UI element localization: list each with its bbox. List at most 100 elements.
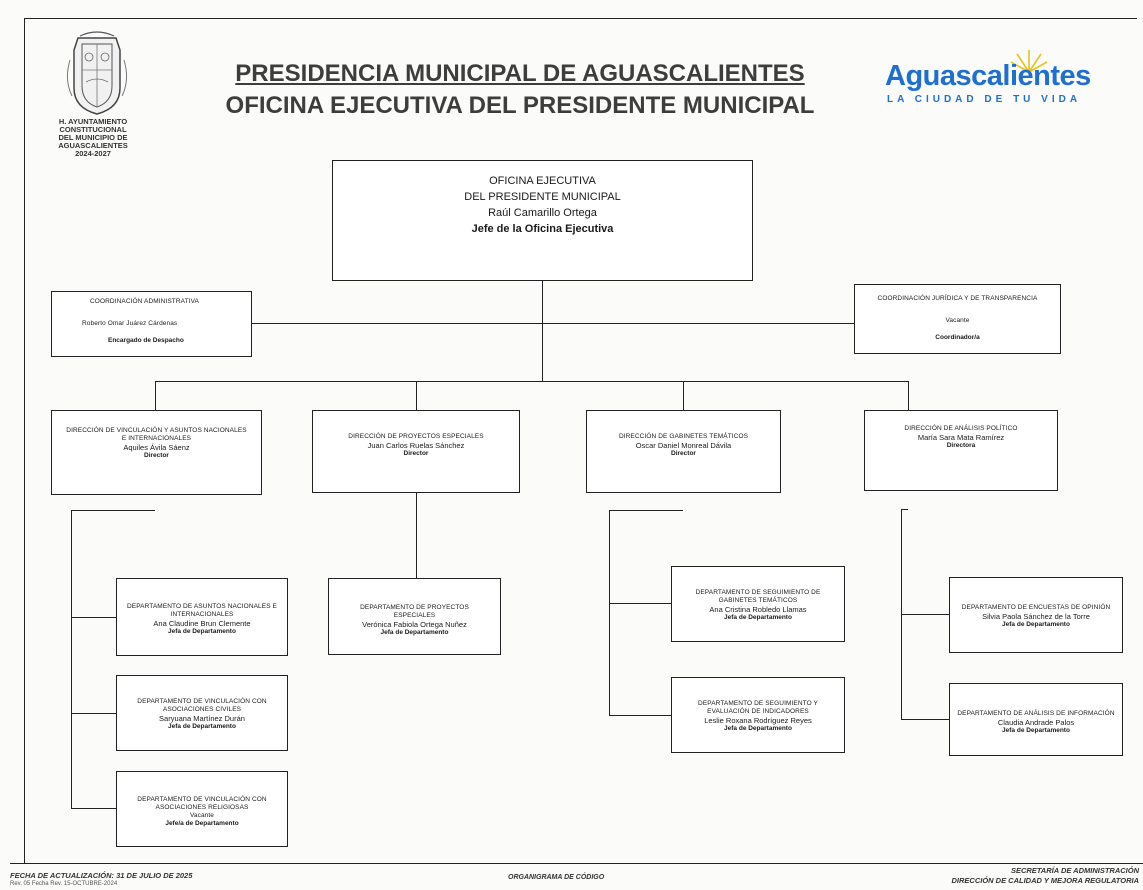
page-subtitle: OFICINA EJECUTIVA DEL PRESIDENTE MUNICIP… xyxy=(225,92,815,119)
seal-caption-line: AGUASCALIENTES xyxy=(58,141,128,150)
direction-box-1: DIRECCIÓN DE VINCULACIÓN Y ASUNTOS NACIO… xyxy=(51,410,262,495)
box-name: Leslie Roxana Rodríguez Reyes xyxy=(704,716,812,725)
box-name: Juan Carlos Ruelas Sánchez xyxy=(367,441,465,450)
box-title: DIRECCIÓN DE ANÁLISIS POLÍTICO xyxy=(904,425,1018,432)
top-box-role: Jefe de la Oficina Ejecutiva xyxy=(471,223,614,235)
direction-box-4: DIRECCIÓN DE ANÁLISIS POLÍTICO María Sar… xyxy=(864,410,1058,491)
connector-top-trunk xyxy=(542,281,543,381)
box-title: DEPARTAMENTO DE VINCULACIÓN CON ASOCIACI… xyxy=(137,796,267,811)
top-box-subtitle: DEL PRESIDENTE MUNICIPAL xyxy=(464,191,621,203)
box-title: DEPARTAMENTO DE ENCUESTAS DE OPINIÓN xyxy=(961,604,1111,611)
connector-d3-dept2 xyxy=(609,715,671,716)
connector-d2-spine xyxy=(416,493,417,578)
coordination-admin-box: COORDINACIÓN ADMINISTRATIVA Roberto Omar… xyxy=(51,291,252,357)
department-box: DEPARTAMENTO DE ASUNTOS NACIONALES E INT… xyxy=(116,578,288,656)
connector-coordinations xyxy=(252,323,854,324)
department-box: DEPARTAMENTO DE VINCULACIÓN CON ASOCIACI… xyxy=(116,771,288,847)
footer-direccion: DIRECCIÓN DE CALIDAD Y MEJORA REGULATORI… xyxy=(951,876,1139,885)
direction-box-2: DIRECCIÓN DE PROYECTOS ESPECIALES Juan C… xyxy=(312,410,520,493)
box-role: Director xyxy=(144,452,169,459)
top-executive-box: OFICINA EJECUTIVA DEL PRESIDENTE MUNICIP… xyxy=(332,160,753,281)
page-frame xyxy=(24,18,1137,864)
department-box: DEPARTAMENTO DE PROYECTOS ESPECIALES Ver… xyxy=(328,578,501,655)
box-title: DEPARTAMENTO DE ASUNTOS NACIONALES E INT… xyxy=(126,603,277,618)
connector-d1 xyxy=(155,381,156,410)
footer-revision: Rev. 05 Fecha Rev. 15-OCTUBRE-2024 xyxy=(10,881,118,887)
seal-caption: H. AYUNTAMIENTO CONSTITUCIONAL DEL MUNIC… xyxy=(28,118,158,158)
box-name: Saryuana Martínez Durán xyxy=(159,714,245,723)
connector-d3 xyxy=(683,381,684,410)
direction-box-3: DIRECCIÓN DE GABINETES TEMÁTICOS Oscar D… xyxy=(586,410,781,493)
connector-d4-dept1 xyxy=(901,614,949,615)
seal-caption-line: 2024-2027 xyxy=(75,149,111,158)
box-name: Roberto Omar Juárez Cárdenas xyxy=(82,320,178,327)
connector-d1-dept1 xyxy=(71,617,116,618)
box-name: Vacante xyxy=(189,812,215,819)
department-box: DEPARTAMENTO DE SEGUIMIENTO DE GABINETES… xyxy=(671,566,845,642)
connector-d1-dept2 xyxy=(71,713,116,714)
box-title: DIRECCIÓN DE PROYECTOS ESPECIALES xyxy=(348,433,484,440)
box-name: Aquiles Ávila Sáenz xyxy=(123,443,190,452)
box-role: Jefa de Departamento xyxy=(1002,727,1070,734)
box-title: COORDINACIÓN ADMINISTRATIVA xyxy=(90,298,199,305)
municipal-seal xyxy=(50,30,145,123)
box-name: Silvia Paola Sánchez de la Torre xyxy=(982,612,1090,621)
brand-tagline: LA CIUDAD DE TU VIDA xyxy=(887,94,1082,105)
connector-d2 xyxy=(416,381,417,410)
department-box: DEPARTAMENTO DE VINCULACIÓN CON ASOCIACI… xyxy=(116,675,288,751)
connector-d4 xyxy=(908,381,909,410)
page-title: PRESIDENCIA MUNICIPAL DE AGUASCALIENTES xyxy=(235,60,805,87)
seal-caption-line: DEL MUNICIPIO DE xyxy=(58,133,128,142)
connector-d4-stub xyxy=(901,509,908,510)
box-role: Coordinador/a xyxy=(935,334,980,341)
top-box-name: Raúl Camarillo Ortega xyxy=(488,207,597,219)
box-role: Directora xyxy=(946,442,976,449)
connector-directions-bus xyxy=(155,381,908,382)
box-role: Encargado de Despacho xyxy=(108,337,184,344)
seal-caption-line: H. AYUNTAMIENTO xyxy=(58,117,128,126)
box-role: Director xyxy=(403,450,429,457)
brand-name: Aguascalientes xyxy=(885,60,1091,92)
box-title: DEPARTAMENTO DE VINCULACIÓN CON ASOCIACI… xyxy=(137,698,267,713)
department-box: DEPARTAMENTO DE ENCUESTAS DE OPINIÓN Sil… xyxy=(949,577,1123,653)
box-name: Ana Claudine Brun Clemente xyxy=(153,619,251,628)
footer-center-label: ORGANIGRAMA DE CÓDIGO xyxy=(508,874,605,881)
footer-update-date: FECHA DE ACTUALIZACIÓN: 31 DE JULIO DE 2… xyxy=(10,871,193,880)
connector-d3-spine xyxy=(609,510,610,715)
box-title: DEPARTAMENTO DE ANÁLISIS DE INFORMACIÓN xyxy=(957,710,1115,717)
box-title: DEPARTAMENTO DE SEGUIMIENTO DE GABINETES… xyxy=(695,589,821,604)
connector-d1-dept3 xyxy=(71,808,116,809)
connector-d1-stub xyxy=(71,510,155,511)
footer-rule xyxy=(10,863,1143,864)
box-title: DIRECCIÓN DE VINCULACIÓN Y ASUNTOS NACIO… xyxy=(66,427,247,442)
box-name: Ana Cristina Robledo Llamas xyxy=(709,605,807,614)
connector-d3-stub xyxy=(609,510,683,511)
footer-right-block: SECRETARÍA DE ADMINISTRACIÓN DIRECCIÓN D… xyxy=(951,866,1139,886)
box-title: COORDINACIÓN JURÍDICA Y DE TRANSPARENCIA xyxy=(877,295,1038,302)
seal-caption-line: CONSTITUCIONAL xyxy=(59,125,127,134)
box-name: Oscar Daniel Monreal Dávila xyxy=(635,441,732,450)
top-box-title: OFICINA EJECUTIVA xyxy=(489,175,596,187)
box-name: Verónica Fabiola Ortega Nuñez xyxy=(362,620,467,629)
connector-d4-dept2 xyxy=(901,719,949,720)
box-title: DEPARTAMENTO DE SEGUIMIENTO Y EVALUACIÓN… xyxy=(698,700,818,715)
box-role: Jefa de Departamento xyxy=(724,614,792,621)
box-role: Jefa de Departamento xyxy=(380,629,449,636)
box-role: Director xyxy=(671,450,696,457)
footer-secretaria: SECRETARÍA DE ADMINISTRACIÓN xyxy=(1010,866,1139,875)
box-role: Jefe/a de Departamento xyxy=(165,820,239,827)
box-name: Vacante xyxy=(945,317,970,324)
department-box: DEPARTAMENTO DE ANÁLISIS DE INFORMACIÓN … xyxy=(949,683,1123,756)
connector-d3-dept1 xyxy=(609,603,671,604)
department-box: DEPARTAMENTO DE SEGUIMIENTO Y EVALUACIÓN… xyxy=(671,677,845,753)
box-name: María Sara Mata Ramírez xyxy=(917,433,1005,442)
box-title: DIRECCIÓN DE GABINETES TEMÁTICOS xyxy=(618,433,749,440)
connector-d1-spine xyxy=(71,510,72,808)
sunburst-icon xyxy=(1010,50,1048,73)
box-role: Jefa de Departamento xyxy=(168,628,236,635)
coat-of-arms-icon xyxy=(66,31,128,115)
coordination-juridica-box: COORDINACIÓN JURÍDICA Y DE TRANSPARENCIA… xyxy=(854,284,1061,354)
box-role: Jefa de Departamento xyxy=(724,725,792,732)
box-role: Jefa de Departamento xyxy=(168,723,236,730)
box-name: Claudia Andrade Palos xyxy=(997,718,1075,727)
